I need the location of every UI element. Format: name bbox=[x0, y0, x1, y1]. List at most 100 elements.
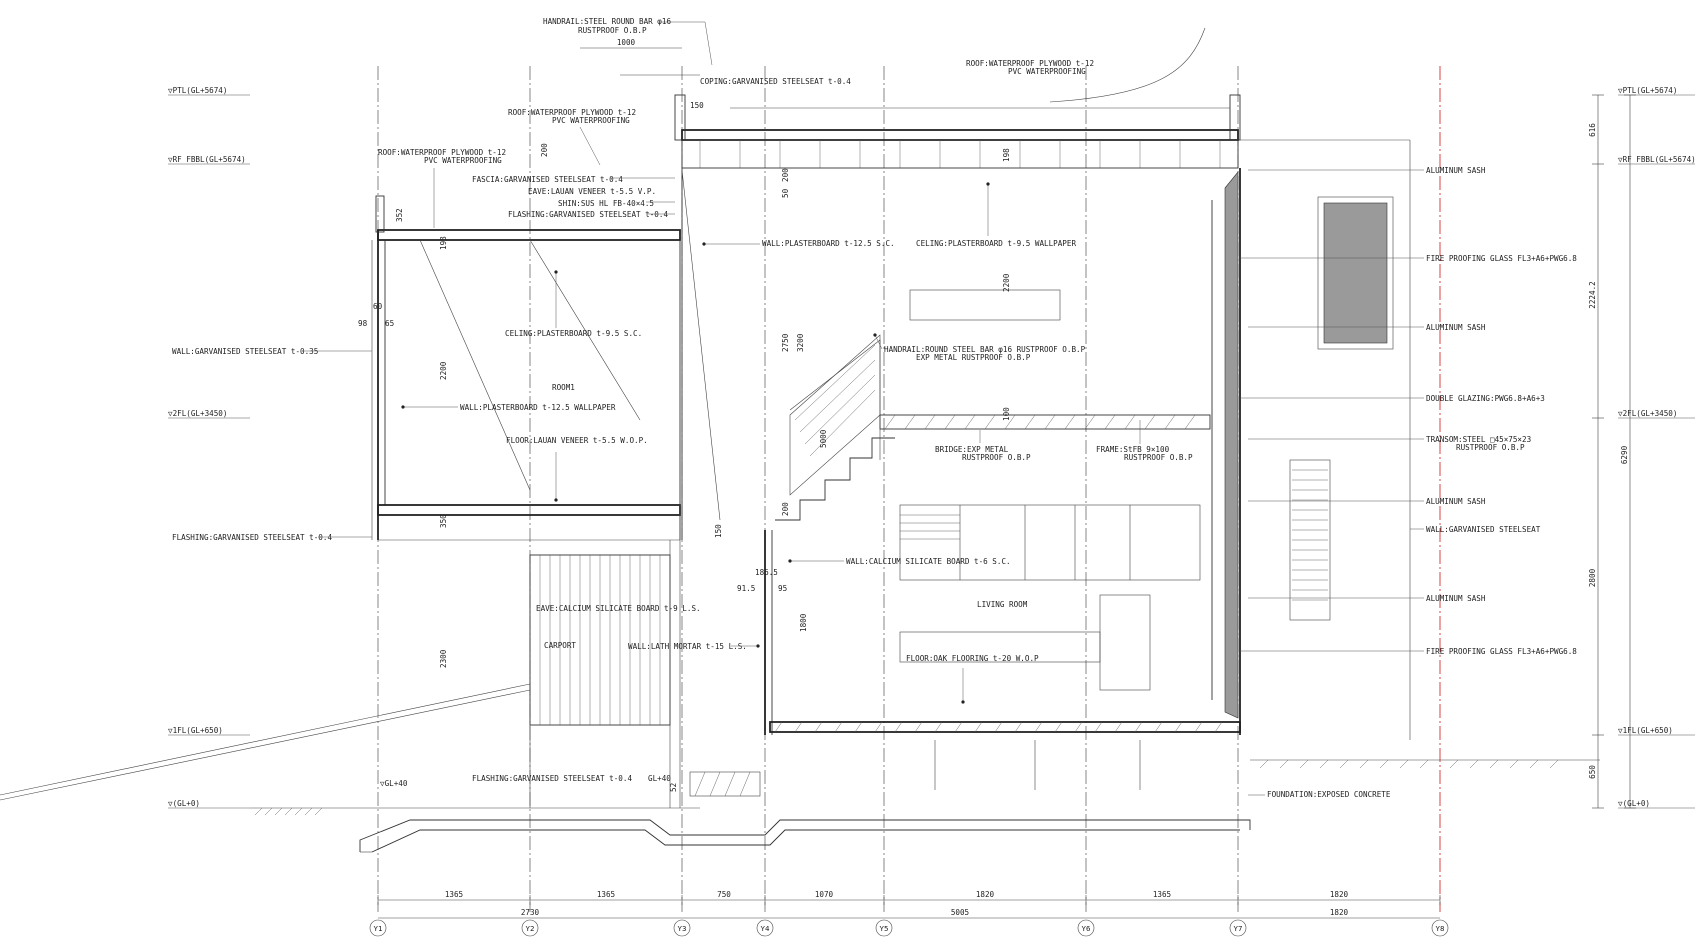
label-transom: TRANSOM:STEEL □45×75×23 bbox=[1426, 435, 1531, 444]
dim-right-2800: 2800 bbox=[1588, 568, 1597, 587]
dim-right-6290: 6290 bbox=[1620, 445, 1629, 464]
label-bridge-2: RUSTPROOF O.B.P bbox=[962, 453, 1031, 462]
dim-3200: 3200 bbox=[796, 333, 805, 352]
dim-1800: 1800 bbox=[799, 613, 808, 632]
label-flashing-top: FLASHING:GARVANISED STEELSEAT t-0.4 bbox=[508, 210, 668, 219]
label-flashing-left: FLASHING:GARVANISED STEELSEAT t-0.4 bbox=[172, 533, 332, 542]
dim-bottom-1365-b: 1365 bbox=[597, 890, 615, 899]
left-volume bbox=[371, 195, 681, 808]
dim-bottom-1820-a: 1820 bbox=[976, 890, 995, 899]
dim-right-650: 650 bbox=[1588, 765, 1597, 779]
label-roof-upper: ROOF:WATERPROOF PLYWOOD t-12 bbox=[966, 59, 1094, 68]
dim-150: 150 bbox=[690, 101, 704, 110]
level-right-2fl: ▽2FL(GL+3450) bbox=[1618, 409, 1677, 418]
room-label-living-room: LIVING ROOM bbox=[977, 600, 1028, 609]
label-wall-garvanised-right: WALL:GARVANISED STEELSEAT bbox=[1426, 525, 1541, 534]
dim-bottom-5005: 5005 bbox=[951, 908, 969, 917]
label-wall-plasterboard-wallpaper: WALL:PLASTERBOARD t-12.5 WALLPAPER bbox=[460, 403, 616, 412]
label-roof-left-2: PVC WATERPROOFING bbox=[424, 156, 502, 165]
dim-bottom-750: 750 bbox=[717, 890, 731, 899]
label-roof-mid: ROOF:WATERPROOF PLYWOOD t-12 bbox=[508, 108, 636, 117]
grid-label-y8: Y8 bbox=[1436, 924, 1445, 933]
label-handrail-round-steel: HANDRAIL:ROUND STEEL BAR φ16 RUSTPROOF O… bbox=[884, 345, 1086, 354]
level-left-ptl: ▽PTL(GL+5674) bbox=[168, 86, 227, 95]
levels-left: ▽PTL(GL+5674) ▽RF FBBL(GL+5674) ▽2FL(GL+… bbox=[168, 86, 250, 809]
dim-bottom-1365-c: 1365 bbox=[1153, 890, 1171, 899]
main-volume bbox=[620, 27, 1411, 740]
dim-95: 95 bbox=[778, 584, 787, 593]
dim-200-roof: 200 bbox=[540, 143, 549, 157]
room-label-carport: CARPORT bbox=[544, 641, 576, 650]
dim-352: 352 bbox=[395, 208, 404, 222]
dim-150-low: 150 bbox=[714, 524, 723, 538]
dim-bottom-1365-a: 1365 bbox=[445, 890, 463, 899]
grid-label-y2: Y2 bbox=[526, 924, 535, 933]
dim-bottom-1820-c: 1820 bbox=[1330, 908, 1349, 917]
dim-100: 100 bbox=[1002, 407, 1011, 421]
grid-label-y3: Y3 bbox=[678, 924, 687, 933]
grid-label-y6: Y6 bbox=[1082, 924, 1091, 933]
label-eave-calcium: EAVE:CALCIUM SILICATE BOARD t-9 L.S. bbox=[536, 604, 701, 613]
dim-198-upper: 198 bbox=[1002, 148, 1011, 162]
dim-2300: 2300 bbox=[439, 649, 448, 668]
label-flashing-bottom: FLASHING:GARVANISED STEELSEAT t-0.4 bbox=[472, 774, 632, 783]
dim-right-616: 616 bbox=[1588, 123, 1597, 137]
level-left-2fl: ▽2FL(GL+3450) bbox=[168, 409, 227, 418]
ground-and-foundation bbox=[0, 683, 1600, 853]
level-left-gl: ▽(GL+0) bbox=[168, 799, 200, 808]
label-wall-garvanised-left: WALL:GARVANISED STEELSEAT t-0.35 bbox=[172, 347, 318, 356]
dim-52: 52 bbox=[669, 783, 678, 792]
dim-bottom-1820-b: 1820 bbox=[1330, 890, 1349, 899]
grid-bubbles: Y1 Y2 Y3 Y4 Y5 Y6 Y7 Y8 bbox=[369, 919, 1449, 937]
label-aluminum-sash-3: ALUMINUM SASH bbox=[1426, 497, 1486, 506]
label-floor-oak: FLOOR:OAK FLOORING t-20 W.O.P bbox=[906, 654, 1039, 663]
dim-186: 186.5 bbox=[755, 568, 778, 577]
label-roof-upper-2: PVC WATERPROOFING bbox=[1008, 67, 1086, 76]
label-celing-wallpaper: CELING:PLASTERBOARD t-9.5 WALLPAPER bbox=[916, 239, 1076, 248]
bottom-dimension-chains: 1365 1365 750 1070 1820 1365 1820 2730 5… bbox=[377, 890, 1441, 919]
dim-60: 60 bbox=[373, 302, 383, 311]
grid-label-y4: Y4 bbox=[761, 924, 770, 933]
label-fireproof-glass-1: FIRE PROOFING GLASS FL3+A6+PWG6.8 bbox=[1426, 254, 1577, 263]
label-wall-calcium: WALL:CALCIUM SILICATE BOARD t-6 S.C. bbox=[846, 557, 1011, 566]
label-aluminum-sash-2: ALUMINUM SASH bbox=[1426, 323, 1486, 332]
level-right-ptl: ▽PTL(GL+5674) bbox=[1618, 86, 1677, 95]
dim-2200-mid: 2200 bbox=[1002, 273, 1011, 292]
label-eave-lauan: EAVE:LAUAN VENEER t-5.5 V.P. bbox=[528, 187, 656, 196]
label-fascia: FASCIA:GARVANISED STEELSEAT t-0.4 bbox=[472, 175, 623, 184]
label-aluminum-sash-4: ALUMINUM SASH bbox=[1426, 594, 1486, 603]
label-coping: COPING:GARVANISED STEELSEAT t-0.4 bbox=[700, 77, 851, 86]
room-label-room1: ROOM1 bbox=[552, 383, 575, 392]
level-right-1fl: ▽1FL(GL+650) bbox=[1618, 726, 1673, 735]
dim-200-low: 200 bbox=[781, 502, 790, 516]
dim-5000: 5000 bbox=[819, 429, 828, 448]
dim-1000: 1000 bbox=[617, 38, 636, 47]
annotations: HANDRAIL:STEEL ROUND BAR φ16 RUSTPROOF O… bbox=[172, 17, 1577, 799]
label-gl-plus-40: GL+40 bbox=[648, 774, 671, 783]
dim-50: 50 bbox=[781, 188, 790, 198]
label-roof-left: ROOF:WATERPROOF PLYWOOD t-12 bbox=[378, 148, 506, 157]
dim-200-mid: 200 bbox=[781, 168, 790, 182]
levels-right: ▽PTL(GL+5674) ▽RF FBBL(GL+5674) ▽2FL(GL+… bbox=[1618, 86, 1696, 809]
level-left-1fl: ▽1FL(GL+650) bbox=[168, 726, 223, 735]
level-left-rf: ▽RF FBBL(GL+5674) bbox=[168, 155, 246, 164]
label-aluminum-sash-1: ALUMINUM SASH bbox=[1426, 166, 1486, 175]
dim-2200-room1: 2200 bbox=[439, 361, 448, 380]
label-frame: FRAME:StFB 9×100 bbox=[1096, 445, 1170, 454]
dim-65: 65 bbox=[385, 319, 394, 328]
label-wall-plasterboard-sc: WALL:PLASTERBOARD t-12.5 S.C. bbox=[762, 239, 895, 248]
right-dimension-chains: 616 2224.2 2800 650 6290 bbox=[1588, 94, 1636, 809]
level-right-gl: ▽(GL+0) bbox=[1618, 799, 1650, 808]
label-handrail-top-2: RUSTPROOF O.B.P bbox=[578, 26, 647, 35]
grid-label-y1: Y1 bbox=[374, 924, 383, 933]
label-frame-2: RUSTPROOF O.B.P bbox=[1124, 453, 1193, 462]
dim-right-2224: 2224.2 bbox=[1588, 281, 1597, 308]
label-roof-mid-2: PVC WATERPROOFING bbox=[552, 116, 630, 125]
label-bridge: BRIDGE:EXP METAL bbox=[935, 445, 1009, 454]
label-exp-metal: EXP METAL RUSTPROOF O.B.P bbox=[916, 353, 1031, 362]
dim-2750: 2750 bbox=[781, 333, 790, 352]
label-celing-sc: CELING:PLASTERBOARD t-9.5 S.C. bbox=[505, 329, 642, 338]
label-double-glazing: DOUBLE GLAZING:PWG6.8+A6+3 bbox=[1426, 394, 1545, 403]
label-fireproof-glass-2: FIRE PROOFING GLASS FL3+A6+PWG6.8 bbox=[1426, 647, 1577, 656]
dim-bottom-1070: 1070 bbox=[815, 890, 834, 899]
